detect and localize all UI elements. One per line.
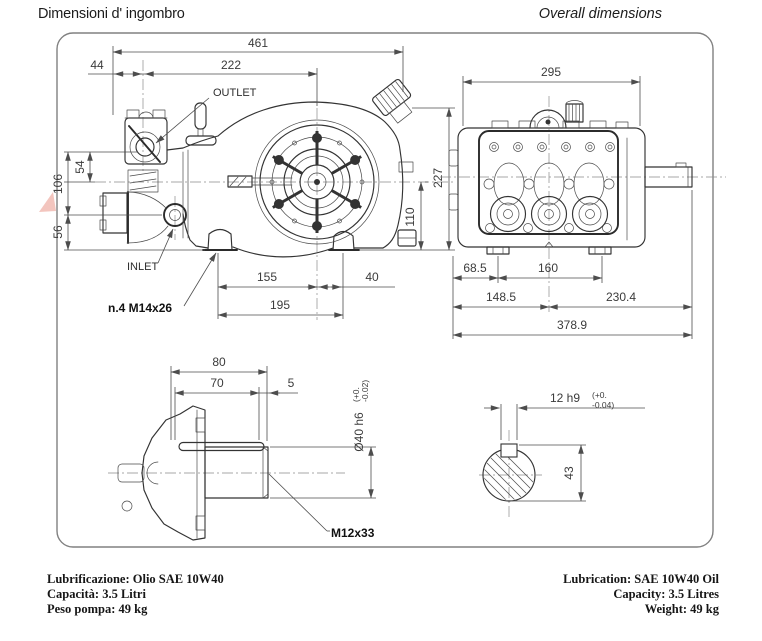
keyway-centerlines: [479, 430, 542, 519]
dim-56: 56: [51, 225, 65, 239]
shaft-diameter-label: Ø40 h6: [352, 412, 366, 452]
dim-106: 106: [51, 174, 65, 194]
spec-lubrication-en: Lubrication: SAE 10W40 Oil: [563, 572, 719, 586]
spec-capacity-en: Capacity: 3.5 Litres: [613, 587, 719, 601]
mount-holes-label: n.4 M14x26: [108, 301, 172, 315]
dim-195: 195: [270, 298, 290, 312]
dim-43: 43: [562, 466, 576, 480]
dim-70: 70: [210, 376, 224, 390]
specs-italian: Lubrificazione: Olio SAE 10W40 Capacità:…: [47, 572, 224, 617]
keyway-dimensions: 12 h9 (+0. -0.04) 43: [484, 390, 645, 502]
front-view-drawing: 295 68.5 160 148.5 230.4 378.9: [440, 65, 726, 339]
page-title-english: Overall dimensions: [538, 6, 662, 22]
dim-44: 44: [90, 58, 104, 72]
pump-front-outline: [448, 100, 693, 255]
specs-english: Lubrication: SAE 10W40 Oil Capacity: 3.5…: [563, 572, 719, 617]
page-title-italian: Dimensioni d' ingombro: [38, 6, 185, 22]
key-width-label: 12 h9: [550, 391, 580, 405]
shaft-outline: [117, 405, 269, 541]
dim-222: 222: [221, 58, 241, 72]
side-view-drawing: 461 44 222 OUTLET 54 106 56 INLET n.4 M1…: [51, 36, 455, 320]
front-view-dimensions: 295 68.5 160 148.5 230.4 378.9: [452, 65, 693, 339]
keyway-section-drawing: 12 h9 (+0. -0.04) 43: [479, 390, 645, 519]
dim-110: 110: [403, 207, 417, 226]
dim-160: 160: [538, 261, 558, 275]
outlet-label: OUTLET: [213, 87, 257, 99]
key-tolerance-lower: -0.04): [592, 400, 614, 410]
dim-68-5: 68.5: [463, 261, 487, 275]
front-feet: [486, 241, 612, 255]
valve-caps: [489, 195, 609, 233]
section-hatching: [484, 450, 534, 500]
front-shaft: [644, 162, 693, 188]
shaft-dimensions: 80 70 5 Ø40 h6 (+0. -0.02) M12x33: [170, 355, 376, 540]
dim-148-5: 148.5: [486, 290, 516, 304]
dim-5: 5: [288, 376, 295, 390]
dim-227: 227: [431, 168, 445, 188]
spec-weight-it: Peso pompa: 49 kg: [47, 602, 148, 616]
keyway-slot: [500, 443, 518, 458]
inlet-label: INLET: [127, 261, 158, 273]
shaft-tolerance-upper: (+0.: [351, 387, 361, 402]
dim-378-9: 378.9: [557, 318, 587, 332]
key-tolerance-upper: (+0.: [592, 390, 607, 400]
watermark-artifact: [39, 192, 56, 212]
dim-40: 40: [365, 270, 379, 284]
key-thread-label: M12x33: [331, 526, 375, 540]
bearing-cover-circle: [254, 119, 380, 245]
side-view-dimensions: 461 44 222 OUTLET 54 106 56 INLET n.4 M1…: [51, 36, 455, 319]
dim-461: 461: [248, 36, 268, 50]
spec-capacity-it: Capacità: 3.5 Litri: [47, 587, 146, 601]
dim-80: 80: [212, 355, 226, 369]
shaft-diameter-callout: Ø40 h6 (+0. -0.02): [351, 380, 370, 452]
drawing-border: [56, 32, 714, 548]
dim-230-4: 230.4: [606, 290, 636, 304]
oil-filler-cap: [372, 78, 413, 124]
pump-side-outline: [99, 101, 417, 258]
shaft-detail-drawing: 80 70 5 Ø40 h6 (+0. -0.02) M12x33: [108, 355, 376, 541]
spec-weight-en: Weight: 49 kg: [644, 602, 719, 616]
dim-155: 155: [257, 270, 277, 284]
shaft-tolerance-lower: -0.02): [360, 380, 370, 402]
dim-54: 54: [73, 160, 87, 174]
dim-295: 295: [541, 65, 561, 79]
spec-lubrication-it: Lubrificazione: Olio SAE 10W40: [47, 572, 224, 586]
